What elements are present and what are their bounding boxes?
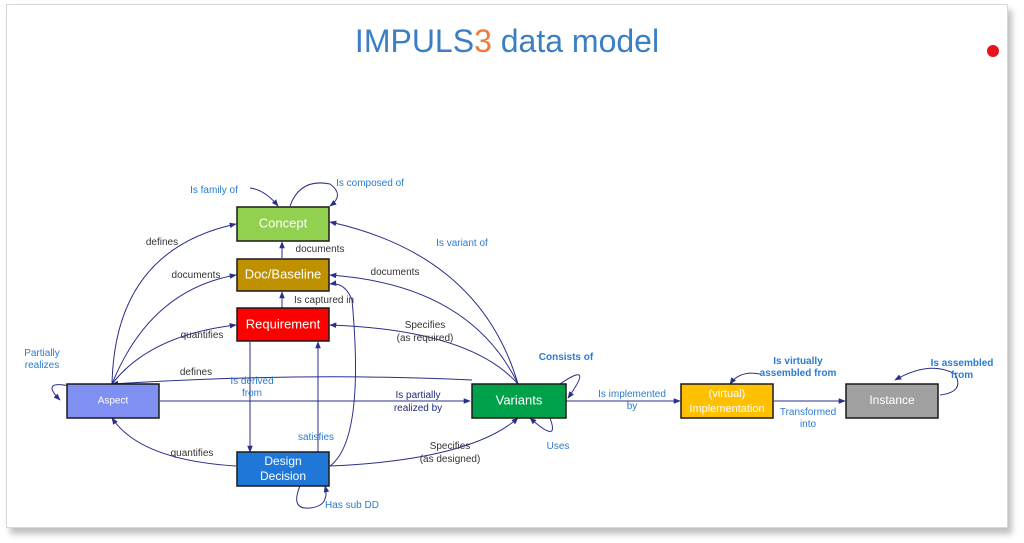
node-concept: Concept (236, 206, 330, 242)
label-has-sub-dd: Has sub DD (325, 500, 379, 511)
label-is-captured-in: Is captured in (294, 295, 354, 306)
label-is-implemented-by-2: by (627, 401, 638, 412)
node-requirement: Requirement (236, 307, 330, 342)
label-is-variant-of: Is variant of (436, 238, 488, 249)
edge-variants-defines-aspect (111, 376, 473, 387)
requirement-label: Requirement (246, 316, 321, 331)
label-documents-concept: documents (296, 244, 345, 255)
label-is-assembled-1: Is assembled (931, 358, 994, 369)
design-decision-label-2: Decision (260, 469, 306, 483)
label-transformed-into-2: into (800, 419, 817, 430)
label-defines-mid: defines (180, 367, 212, 378)
aspect-label: Aspect (98, 396, 129, 407)
label-quantifies-top: quantifies (181, 330, 224, 341)
edge-virtually-assembled (729, 372, 761, 385)
implementation-label-1: (virtual) (709, 388, 746, 400)
edge-is-assembled-from (894, 367, 959, 396)
label-documents-left: documents (172, 270, 221, 281)
label-uses: Uses (547, 441, 570, 452)
label-is-derived-from-2: from (242, 388, 262, 399)
label-specifies-designed-1: Specifies (430, 441, 471, 452)
edge-labels: Is family of Is composed of defines docu… (24, 178, 993, 511)
concept-label: Concept (259, 215, 308, 230)
red-dot-marker (987, 45, 999, 57)
label-is-assembled-2: from (951, 370, 973, 381)
label-specifies-required-1: Specifies (405, 320, 446, 331)
label-virtually-assembled-1: Is virtually (773, 356, 823, 367)
label-is-composed-of: Is composed of (336, 178, 404, 189)
label-partially-realizes-2: realizes (25, 360, 59, 371)
implementation-label-2: Implementation (689, 403, 764, 415)
node-instance: Instance (845, 383, 939, 419)
edge-dd-quantifies-aspect (111, 417, 237, 467)
edge-is-composed-of (289, 182, 338, 207)
label-quantifies-bottom: quantifies (171, 448, 214, 459)
label-defines-top: defines (146, 237, 178, 248)
node-variants: Variants (471, 383, 567, 419)
node-aspect: Aspect (66, 383, 160, 419)
edge-dd-specifies-variants (329, 417, 519, 467)
doc-baseline-label: Doc/Baseline (245, 266, 322, 281)
label-is-family-of: Is family of (190, 185, 238, 196)
edge-variants-documents-doc (329, 272, 519, 385)
edge-uses (529, 417, 553, 432)
edges (51, 182, 959, 509)
edge-aspect-documents-doc (111, 273, 237, 385)
edge-partially-realizes (51, 384, 71, 401)
edge-aspect-defines-concept (111, 222, 237, 385)
edge-aspect-quantifies-req (111, 322, 237, 385)
node-design-decision: Design Decision (236, 451, 330, 487)
label-documents-right: documents (371, 267, 420, 278)
variants-label: Variants (496, 392, 543, 407)
label-partially-realizes-1: Partially (24, 348, 60, 359)
edge-variants-specifies-req (329, 322, 519, 385)
label-virtually-assembled-2: assembled from (760, 368, 837, 379)
node-implementation: (virtual) Implementation (680, 383, 774, 419)
label-specifies-designed-2: (as designed) (420, 454, 481, 465)
slide: IMPULS3 data model (6, 4, 1008, 528)
label-consists-of: Consists of (539, 352, 594, 363)
instance-label: Instance (869, 393, 915, 407)
edge-variants-is-variant-of (329, 220, 519, 385)
edge-is-family-of (249, 187, 279, 207)
node-doc-baseline: Doc/Baseline (236, 258, 330, 292)
label-specifies-required-2: (as required) (397, 333, 454, 344)
label-realized-by-1: Is partially (395, 390, 440, 401)
label-is-derived-from-1: Is derived (230, 376, 273, 387)
label-realized-by-2: realized by (394, 403, 442, 414)
label-is-implemented-by-1: Is implemented (598, 389, 666, 400)
page-title: IMPULS3 data model (354, 23, 660, 59)
edge-consists-of (559, 374, 581, 399)
label-transformed-into-1: Transformed (780, 407, 836, 418)
label-satisfies: satisfies (298, 432, 334, 443)
edge-has-sub-dd (296, 485, 330, 509)
design-decision-label-1: Design (264, 454, 301, 468)
edge-dd-captured-doc (329, 280, 357, 467)
